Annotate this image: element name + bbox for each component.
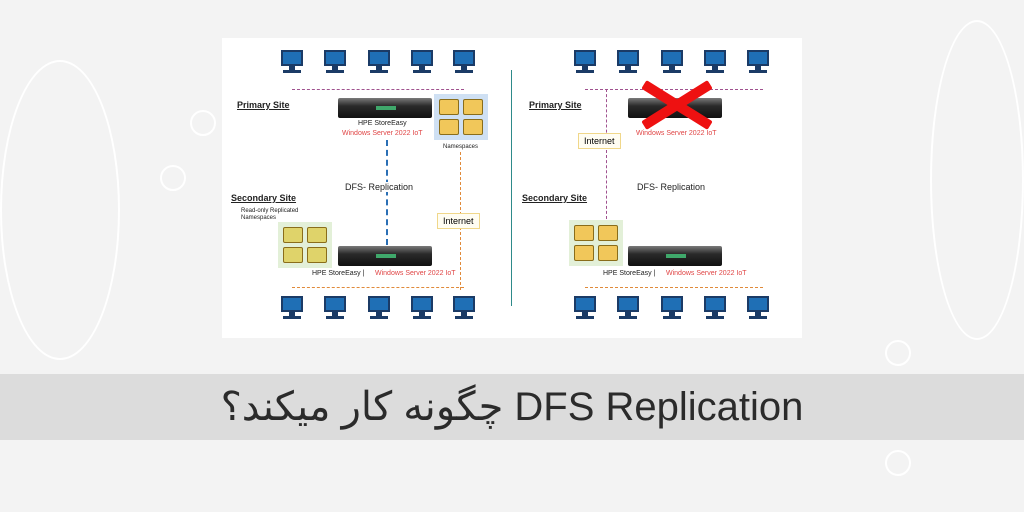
secondary-server-os: Windows Server 2022 IoT bbox=[666, 270, 747, 277]
lan-line bbox=[585, 287, 763, 288]
secondary-site-label: Secondary Site bbox=[231, 193, 297, 203]
computer-icon bbox=[702, 296, 728, 326]
computer-icon bbox=[409, 296, 435, 326]
computer-icon bbox=[366, 50, 392, 80]
computer-icon bbox=[279, 296, 305, 326]
namespaces-label: Namespaces bbox=[443, 144, 479, 150]
server-os: Windows Server 2022 IoT bbox=[636, 130, 717, 137]
computer-icon bbox=[451, 50, 477, 80]
lan-line bbox=[292, 89, 464, 90]
server-os: Windows Server 2022 IoT bbox=[342, 130, 423, 137]
page-title: DFS Replication چگونه کار میکند؟ bbox=[220, 385, 804, 429]
computer-icon bbox=[279, 50, 305, 80]
replicated-folders bbox=[569, 220, 623, 266]
primary-site-label: Primary Site bbox=[237, 100, 290, 110]
decor-circle bbox=[190, 110, 216, 136]
secondary-server-os: Windows Server 2022 IoT bbox=[375, 270, 456, 277]
computer-icon bbox=[615, 296, 641, 326]
secondary-server-name: HPE StoreEasy | bbox=[312, 270, 365, 277]
computer-icon bbox=[572, 296, 598, 326]
internet-badge: Internet bbox=[578, 133, 621, 149]
secondary-site-label: Secondary Site bbox=[522, 193, 588, 203]
computer-icon bbox=[702, 50, 728, 80]
computer-icon bbox=[615, 50, 641, 80]
computer-icon bbox=[745, 296, 771, 326]
lan-line bbox=[585, 89, 763, 90]
secondary-server-name: HPE StoreEasy | bbox=[603, 270, 656, 277]
title-banner bbox=[0, 374, 1024, 440]
computer-icon bbox=[451, 296, 477, 326]
computer-icon bbox=[659, 50, 685, 80]
primary-site-label: Primary Site bbox=[529, 100, 582, 110]
computer-icon bbox=[409, 50, 435, 80]
computer-icon bbox=[659, 296, 685, 326]
computer-icon bbox=[322, 296, 348, 326]
lan-line bbox=[292, 287, 464, 288]
readonly-label: Read-only Replicated Namespaces bbox=[241, 208, 299, 221]
internet-line bbox=[606, 89, 607, 219]
computer-icon bbox=[322, 50, 348, 80]
decor-circle bbox=[160, 165, 186, 191]
computer-icon bbox=[572, 50, 598, 80]
decor-circle bbox=[885, 340, 911, 366]
secondary-server bbox=[338, 246, 432, 266]
panel-divider bbox=[511, 70, 512, 306]
failure-x-icon bbox=[638, 80, 716, 130]
replication-label: DFS- Replication bbox=[637, 182, 706, 192]
replication-arrow bbox=[386, 140, 388, 245]
computer-icon bbox=[366, 296, 392, 326]
decor-circle bbox=[885, 450, 911, 476]
secondary-server bbox=[628, 246, 722, 266]
namespaces-folders bbox=[434, 94, 488, 140]
decor-ornament bbox=[0, 60, 120, 360]
primary-server bbox=[338, 98, 432, 118]
replicated-folders bbox=[278, 222, 332, 268]
replication-label: DFS- Replication bbox=[345, 182, 414, 192]
decor-ornament bbox=[930, 20, 1024, 340]
internet-badge: Internet bbox=[437, 213, 480, 229]
server-name: HPE StoreEasy bbox=[358, 120, 407, 127]
computer-icon bbox=[745, 50, 771, 80]
